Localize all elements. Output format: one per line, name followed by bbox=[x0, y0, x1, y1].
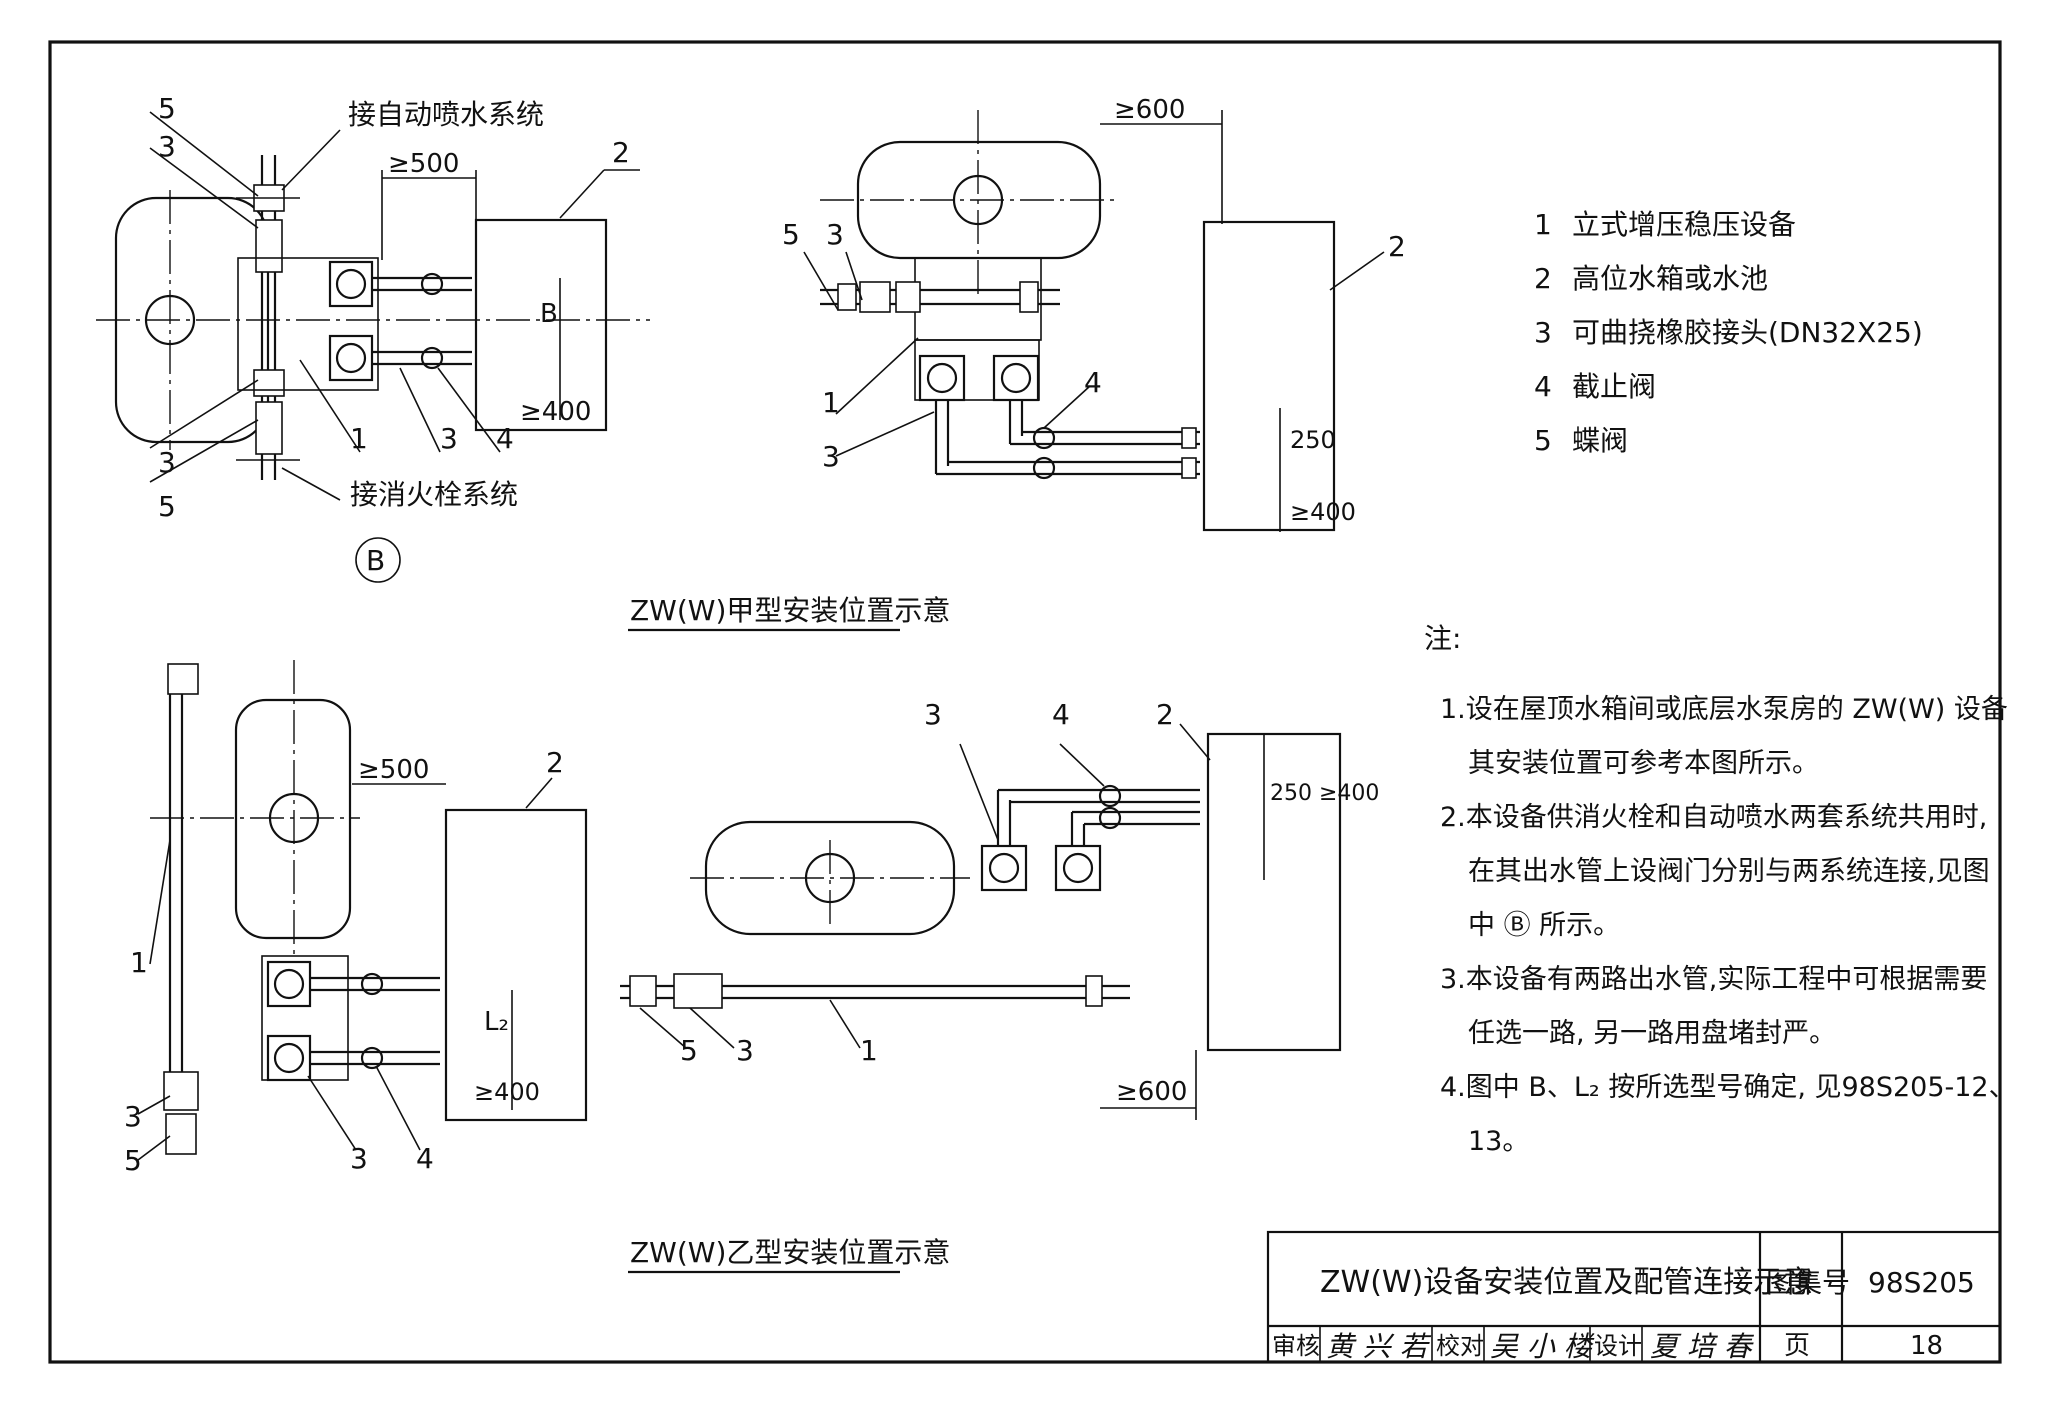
b-callout-3-mid: 3 bbox=[350, 1142, 368, 1175]
b-callout-3-left: 3 bbox=[124, 1100, 142, 1133]
title-block-title: ZW(W)设备安装位置及配管连接示意 bbox=[1320, 1265, 1813, 1300]
note-line: 2.本设备供消火栓和自动喷水两套系统共用时, bbox=[1440, 802, 1987, 833]
callout-3-top: 3 bbox=[158, 130, 176, 163]
notes: 注: 1.设在屋顶水箱间或底层水泵房的 ZW(W) 设备其安装位置可参考本图所示… bbox=[1424, 622, 2016, 1157]
b-callout-5: 5 bbox=[124, 1144, 142, 1177]
note-line: 在其出水管上设阀门分别与两系统连接,见图 bbox=[1468, 856, 1990, 887]
note-line: 中 Ⓑ 所示。 bbox=[1468, 910, 1620, 941]
view-a-plan: 接自动喷水系统 接消火栓系统 B ≥500 B ≥400 5 3 3 5 1 3… bbox=[96, 92, 950, 632]
view-a-title: ZW(W)甲型安装位置示意 bbox=[630, 594, 950, 627]
notes-heading: 注: bbox=[1424, 622, 1461, 655]
b-callout-1: 1 bbox=[130, 946, 148, 979]
legend-number: 5 bbox=[1534, 424, 1552, 457]
check-label: 校对 bbox=[1436, 1332, 1484, 1360]
callout-5-top: 5 bbox=[158, 92, 176, 125]
be-callout-3-top: 3 bbox=[924, 698, 942, 731]
note-line: 3.本设备有两路出水管,实际工程中可根据需要 bbox=[1440, 964, 1987, 995]
legend-number: 1 bbox=[1534, 208, 1552, 241]
note-line: 4.图中 B、L₂ 按所选型号确定, 见98S205-12、 bbox=[1440, 1072, 2016, 1103]
note-line: 任选一路, 另一路用盘堵封严。 bbox=[1468, 1018, 1836, 1049]
page-number: 18 bbox=[1910, 1331, 1943, 1361]
callout-3-bottom: 3 bbox=[158, 446, 176, 479]
label-to-sprinkler: 接自动喷水系统 bbox=[348, 98, 544, 131]
callout-2: 2 bbox=[612, 136, 630, 169]
design-label: 设计 bbox=[1594, 1332, 1642, 1360]
be-callout-4: 4 bbox=[1052, 698, 1070, 731]
elev-callout-3-bot: 3 bbox=[822, 440, 840, 473]
label-to-hydrant: 接消火栓系统 bbox=[350, 478, 518, 511]
view-b-elevation: 3 4 2 5 3 1 250 ≥400 ≥600 bbox=[620, 698, 1379, 1120]
be-callout-3-bot: 3 bbox=[736, 1034, 754, 1067]
be-dim-600: ≥600 bbox=[1116, 1077, 1187, 1107]
review-signature: 黄 兴 若 bbox=[1326, 1330, 1432, 1363]
be-callout-1: 1 bbox=[860, 1034, 878, 1067]
legend-text: 截止阀 bbox=[1572, 370, 1656, 403]
elev-callout-2: 2 bbox=[1388, 230, 1406, 263]
dim-500: ≥500 bbox=[388, 149, 459, 179]
callout-3-mid: 3 bbox=[440, 422, 458, 455]
atlas-label: 图集号 bbox=[1766, 1266, 1850, 1299]
page-label: 页 bbox=[1784, 1331, 1810, 1361]
view-b-title: ZW(W)乙型安装位置示意 bbox=[630, 1236, 950, 1269]
note-line: 13。 bbox=[1468, 1126, 1529, 1157]
be-callout-2: 2 bbox=[1156, 698, 1174, 731]
note-line: 其安装位置可参考本图所示。 bbox=[1468, 748, 1819, 779]
b-dim-500: ≥500 bbox=[358, 755, 429, 785]
legend-number: 2 bbox=[1534, 262, 1552, 295]
detail-b-letter: B bbox=[366, 544, 385, 577]
high-water-tank bbox=[474, 218, 608, 432]
pump-unit bbox=[237, 257, 379, 391]
callout-4: 4 bbox=[496, 422, 514, 455]
b-dim-l2: L₂ bbox=[484, 1007, 509, 1037]
b-callout-4: 4 bbox=[416, 1142, 434, 1175]
sheet-border bbox=[48, 40, 2002, 1364]
be-dim-250-400: 250 ≥400 bbox=[1270, 781, 1379, 806]
elev-dim-400: ≥400 bbox=[1290, 498, 1356, 526]
callout-1: 1 bbox=[350, 422, 368, 455]
callout-5-bottom: 5 bbox=[158, 490, 176, 523]
legend-text: 可曲挠橡胶接头(DN32X25) bbox=[1572, 316, 1923, 349]
elev-callout-4: 4 bbox=[1084, 366, 1102, 399]
elev-dim-600: ≥600 bbox=[1114, 95, 1185, 125]
elev-callout-1: 1 bbox=[822, 386, 840, 419]
legend-text: 高位水箱或水池 bbox=[1572, 262, 1768, 295]
design-signature: 夏 培 春 bbox=[1650, 1330, 1755, 1363]
view-b-plan: 1 3 5 3 4 2 ≥500 L₂ ≥400 ZW(W)乙型安装位置示意 bbox=[124, 660, 950, 1274]
b-dim-400: ≥400 bbox=[474, 1078, 540, 1106]
title-block: ZW(W)设备安装位置及配管连接示意 图集号 98S205 审核 黄 兴 若 校… bbox=[1266, 1230, 2002, 1364]
elev-callout-3-top: 3 bbox=[826, 218, 844, 251]
legend-text: 蝶阀 bbox=[1572, 424, 1628, 457]
b-callout-2: 2 bbox=[546, 746, 564, 779]
elev-callout-5: 5 bbox=[782, 218, 800, 251]
view-a-elevation: 5 3 1 3 4 2 ≥600 250 ≥400 bbox=[782, 95, 1406, 532]
detail-b-marker bbox=[355, 537, 401, 583]
check-signature: 吴 小 楼 bbox=[1490, 1330, 1595, 1363]
be-callout-5: 5 bbox=[680, 1034, 698, 1067]
legend-text: 立式增压稳压设备 bbox=[1572, 208, 1796, 241]
dim-b: B bbox=[540, 299, 558, 329]
legend-number: 3 bbox=[1534, 316, 1552, 349]
note-line: 1.设在屋顶水箱间或底层水泵房的 ZW(W) 设备 bbox=[1440, 694, 2008, 725]
dim-400: ≥400 bbox=[520, 397, 591, 427]
elev-dim-250: 250 bbox=[1290, 426, 1336, 454]
review-label: 审核 bbox=[1272, 1332, 1320, 1360]
legend-number: 4 bbox=[1534, 370, 1552, 403]
atlas-number: 98S205 bbox=[1868, 1266, 1975, 1299]
